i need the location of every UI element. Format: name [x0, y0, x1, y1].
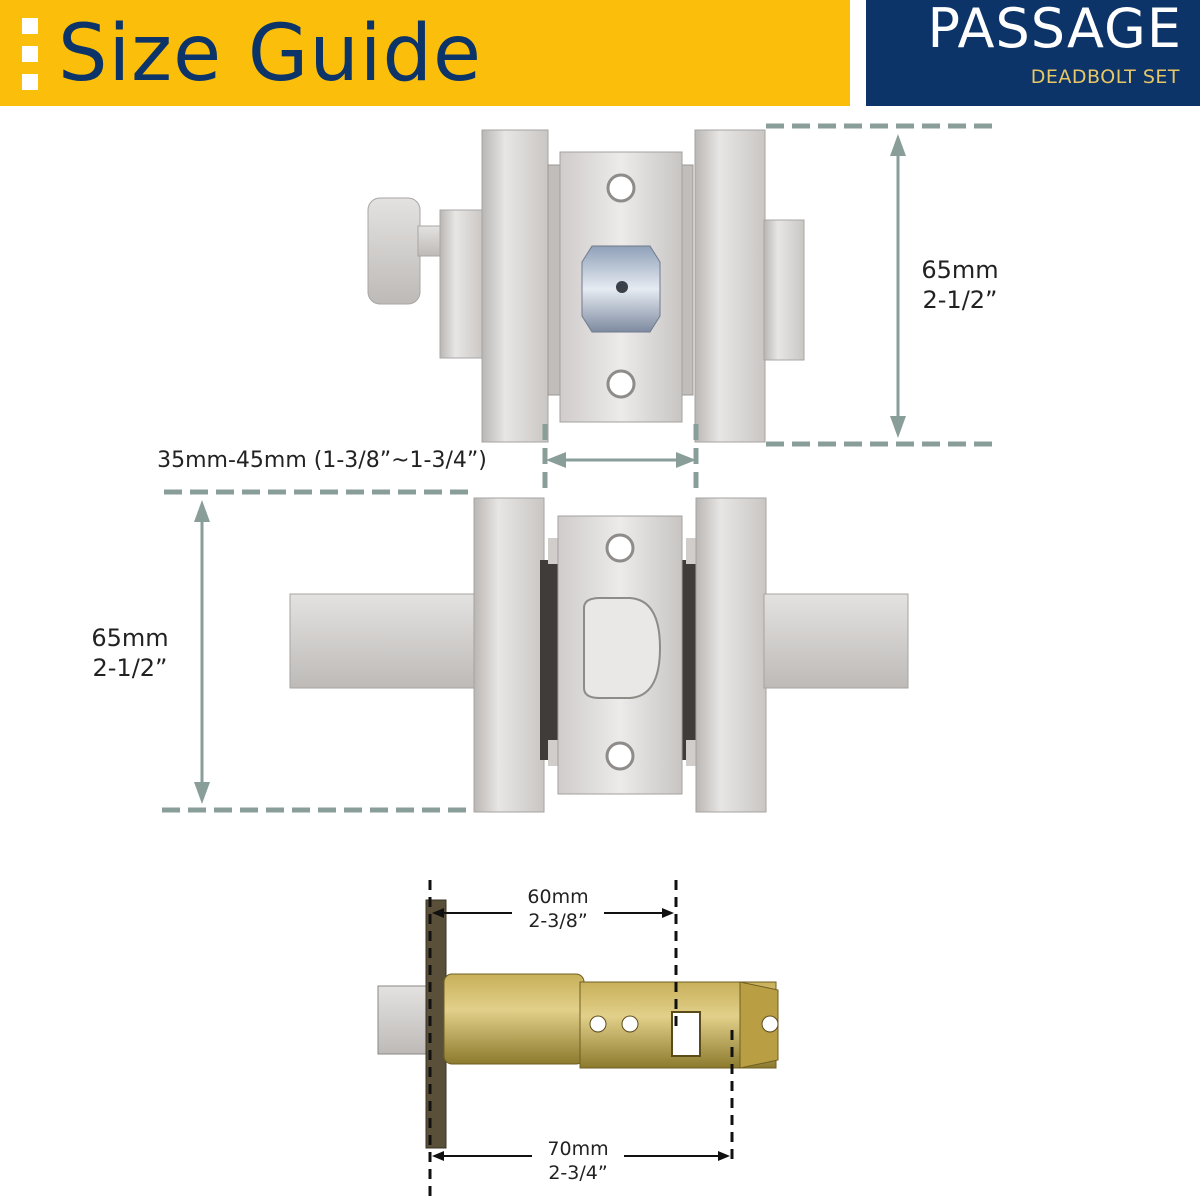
page-title: Size Guide	[58, 9, 482, 99]
product-type: PASSAGE	[927, 0, 1182, 60]
top-height-in: 2-1/2”	[922, 286, 998, 314]
backset-70-in: 2-3/4”	[548, 1162, 608, 1184]
door-thickness-label: 35mm-45mm (1-3/8”~1-3/4”)	[157, 448, 487, 473]
backset-arrows	[432, 908, 730, 1161]
lever-height-mm: 65mm	[91, 624, 169, 652]
backset-lines	[428, 880, 734, 1198]
passage-lever-illustration	[289, 497, 909, 813]
backset-60-in: 2-3/8”	[528, 910, 588, 932]
dimension-lines	[162, 123, 996, 813]
dimension-arrows	[194, 134, 906, 804]
backset-60-mm: 60mm	[527, 886, 589, 908]
backset-70-mm: 70mm	[532, 1138, 624, 1160]
lever-height-in: 2-1/2”	[92, 654, 168, 682]
banner-left	[0, 0, 850, 106]
title-dots-icon	[22, 18, 42, 92]
deadbolt-illustration	[367, 129, 805, 443]
product-subtitle: DEADBOLT SET	[1030, 66, 1180, 88]
banner-right	[866, 0, 1200, 106]
latch-illustration	[377, 899, 779, 1149]
top-height-mm: 65mm	[921, 256, 999, 284]
